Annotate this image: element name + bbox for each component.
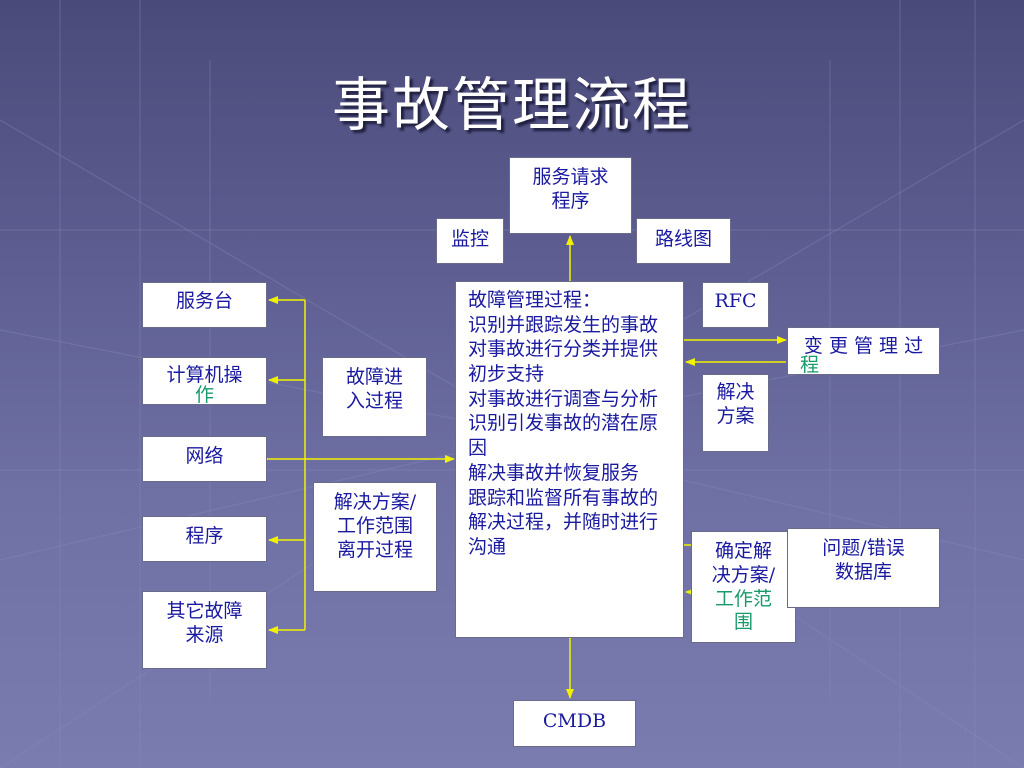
solution-exit-box: 解决方案/ 工作范围 离开过程 xyxy=(313,482,437,592)
other-sources-box: 其它故障 来源 xyxy=(142,591,267,669)
page-title: 事故管理流程 xyxy=(331,71,692,139)
incident-process-step: 跟踪和监督所有事故的解决过程，并随时进行沟通 xyxy=(468,486,659,558)
confirm-solution-label-line1: 确定解 决方案/ xyxy=(711,540,776,586)
service-desk-box: 服务台 xyxy=(142,282,267,328)
computer-ops-box: 计算机操 作 xyxy=(142,357,267,406)
program-box: 程序 xyxy=(142,516,267,562)
incident-process-heading: 故障管理过程： xyxy=(468,289,602,311)
problem-error-db-box: 问题/错误 数据库 xyxy=(787,528,940,608)
roadmap-box: 路线图 xyxy=(636,218,731,264)
solution-box: 解决 方案 xyxy=(702,374,769,452)
rfc-box: RFC xyxy=(702,282,769,328)
confirm-solution-box: 确定解 决方案/ 工作范 围 xyxy=(691,531,796,643)
computer-ops-label-line2: 作 xyxy=(194,383,214,406)
incident-process-box: 故障管理过程： 识别并跟踪发生的事故 对事故进行分类并提供初步支持 对事故进行调… xyxy=(455,281,684,638)
change-management-label-line1: 变 更 管 理 过 xyxy=(803,335,924,357)
incident-process-step: 识别并跟踪发生的事故 xyxy=(468,313,659,336)
cmdb-box: CMDB xyxy=(513,700,636,747)
incident-process-step: 解决事故并恢复服务 xyxy=(468,461,640,484)
computer-ops-label-line1: 计算机操 xyxy=(166,364,243,386)
monitoring-box: 监控 xyxy=(436,218,504,264)
change-management-label-line2: 程 xyxy=(800,353,820,376)
change-management-box: 变 更 管 理 过 程 xyxy=(787,327,940,375)
confirm-solution-label-line2: 工作范 围 xyxy=(714,587,772,634)
network-box: 网络 xyxy=(142,436,267,482)
fault-entry-box: 故障进 入过程 xyxy=(322,357,427,437)
service-request-box: 服务请求 程序 xyxy=(509,157,632,234)
incident-process-step: 对事故进行调查与分析识别引发事故的潜在原因 xyxy=(468,387,659,460)
incident-process-step: 对事故进行分类并提供初步支持 xyxy=(468,338,659,386)
